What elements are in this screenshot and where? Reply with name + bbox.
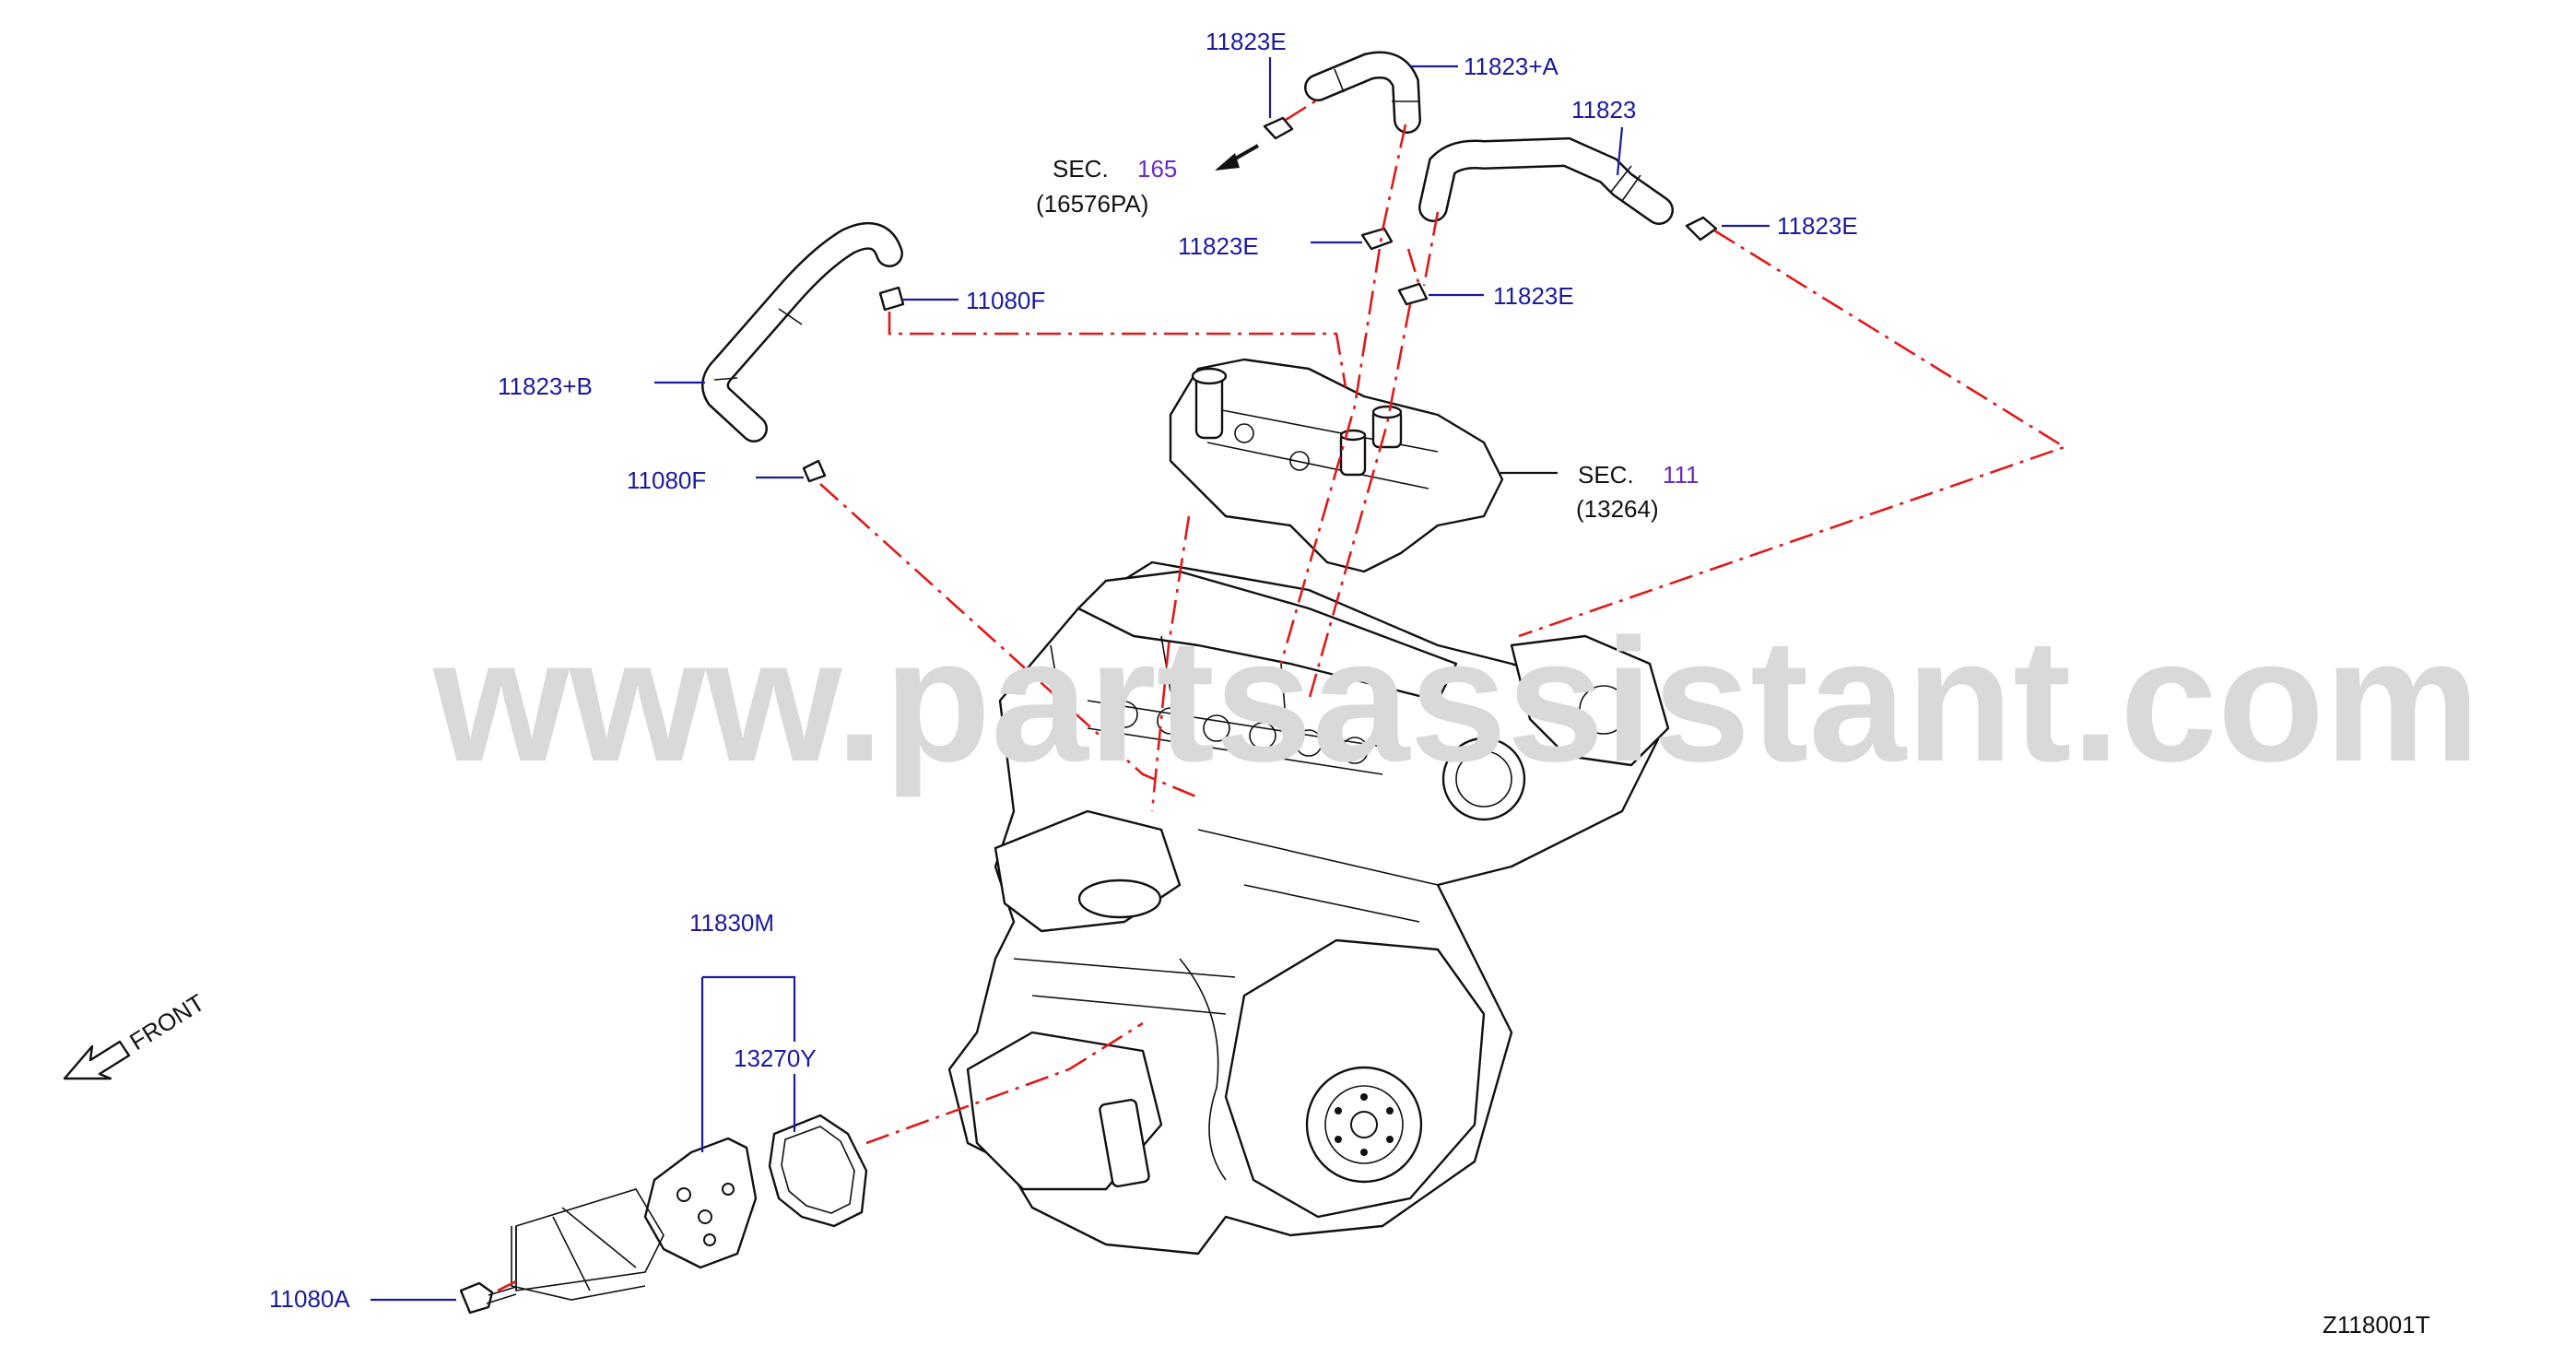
clip-11823E-mid <box>1360 227 1394 251</box>
sec165-number[interactable]: 165 <box>1137 155 1177 183</box>
section-ref-111[interactable]: SEC. 111 (13264) <box>1576 461 1700 523</box>
hose-11823B <box>701 221 903 442</box>
label-11823B[interactable]: 11823+B <box>498 372 593 400</box>
sec165-code: (16576PA) <box>1036 190 1148 218</box>
front-indicator: FRONT <box>63 988 209 1080</box>
hose-11823A <box>1304 51 1421 134</box>
hose-11823 <box>1418 136 1674 225</box>
figure-code: Z118001T <box>2323 1311 2430 1339</box>
clip-11823E-lower <box>1397 282 1429 306</box>
front-label: FRONT <box>124 988 209 1055</box>
sec165-arrow <box>1215 144 1259 171</box>
clip-11080F-top <box>878 286 905 312</box>
valve-cover <box>1169 358 1504 573</box>
sec165-prefix: SEC. <box>1053 155 1109 183</box>
engine-assembly <box>947 560 1670 1256</box>
connection-lines <box>497 98 2068 1292</box>
label-11823E-top[interactable]: 11823E <box>1206 28 1287 55</box>
bolt-11080A <box>459 1281 517 1315</box>
label-11823E-mid[interactable]: 11823E <box>1178 232 1259 260</box>
oil-separator-11830M <box>515 1137 758 1291</box>
label-11823A[interactable]: 11823+A <box>1464 53 1559 80</box>
clip-11080F-low <box>802 459 827 483</box>
label-11823E-right[interactable]: 11823E <box>1777 212 1858 240</box>
label-11823E-lower[interactable]: 11823E <box>1493 282 1574 310</box>
section-ref-165[interactable]: SEC. 165 (16576PA) <box>1036 155 1177 218</box>
leader-lines <box>371 57 1770 1302</box>
part-labels: 11823E 11823+A 11823 11823E 11823E 11823… <box>269 28 1858 1313</box>
label-11080F-top[interactable]: 11080F <box>966 287 1045 314</box>
label-11080A[interactable]: 11080A <box>269 1285 350 1313</box>
watermark: www.partsassistant.com <box>432 603 2480 798</box>
clip-11823E-right <box>1685 216 1718 242</box>
label-11080F-low[interactable]: 11080F <box>627 466 706 494</box>
label-13270Y[interactable]: 13270Y <box>734 1044 817 1072</box>
gasket-13270Y <box>768 1114 868 1228</box>
front-arrow-icon <box>63 1040 131 1080</box>
assembly-guide-lines <box>511 1207 646 1301</box>
clip-11823E-top <box>1263 116 1294 140</box>
label-11823[interactable]: 11823 <box>1571 96 1636 124</box>
label-11830M[interactable]: 11830M <box>689 909 774 937</box>
sec111-number[interactable]: 111 <box>1663 461 1700 489</box>
sec111-prefix: SEC. <box>1578 461 1634 489</box>
sec111-code: (13264) <box>1576 495 1659 523</box>
